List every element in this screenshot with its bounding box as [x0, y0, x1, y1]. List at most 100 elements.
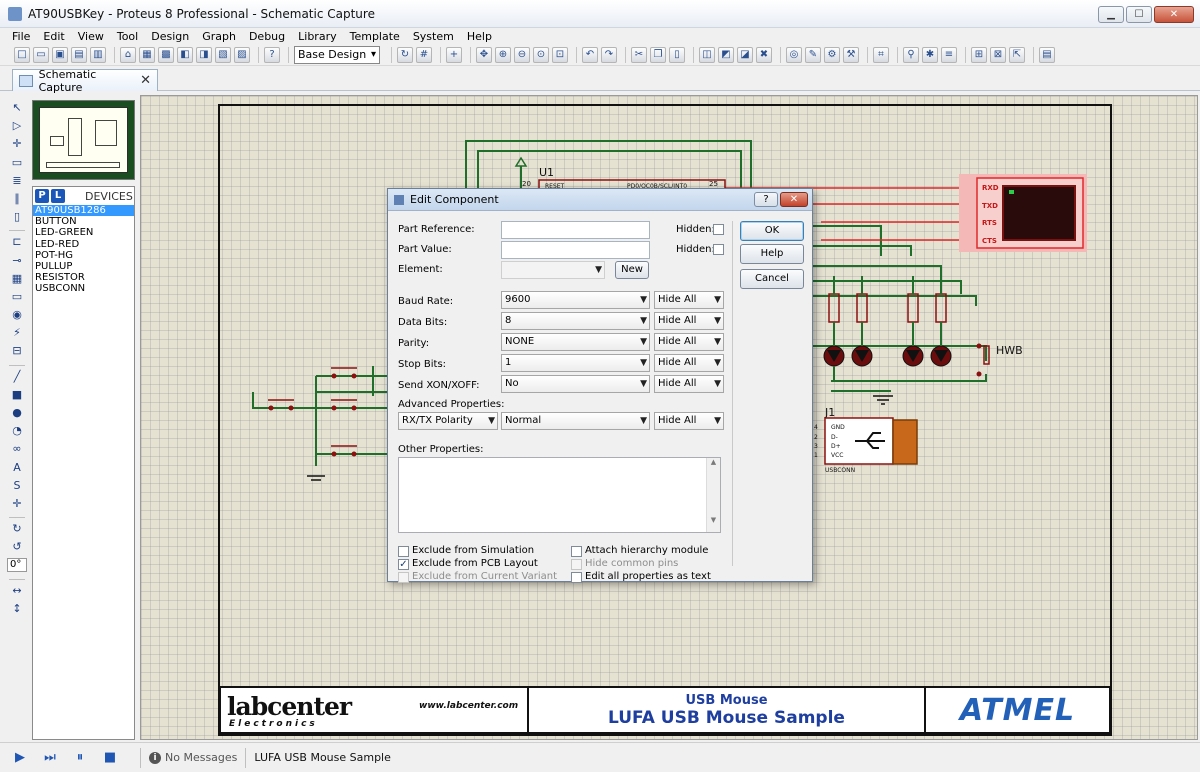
marker-icon[interactable]: ✛ [12, 496, 22, 510]
line-icon[interactable]: ╱ [13, 369, 21, 383]
grid-icon[interactable]: # [416, 46, 432, 63]
help-button[interactable]: Help [740, 244, 804, 264]
dialog-close-button[interactable]: ✕ [780, 192, 808, 207]
step-icon[interactable]: ⏭ [44, 749, 56, 765]
circle-icon[interactable]: ● [12, 406, 22, 419]
box-icon[interactable]: ■ [11, 387, 23, 401]
copy-icon[interactable]: ❐ [650, 46, 666, 63]
messages-status[interactable]: No Messages [165, 751, 238, 764]
junction-dot-icon[interactable]: ✛ [12, 137, 22, 151]
block-rotate-icon[interactable]: ◪ [737, 46, 753, 63]
overview-window[interactable] [32, 100, 135, 180]
block-delete-icon[interactable]: ✖ [756, 46, 772, 63]
device-pins-icon[interactable]: ⊸ [12, 253, 22, 267]
zoom-out-icon[interactable]: ⊖ [514, 46, 530, 63]
generator-icon[interactable]: ◉ [12, 308, 22, 322]
menu-design[interactable]: Design [151, 29, 190, 43]
redo-icon[interactable]: ↷ [601, 46, 617, 63]
graph-icon[interactable]: ▦ [11, 271, 23, 285]
decompose-icon[interactable]: ⚒ [843, 46, 859, 63]
baud-rate-select[interactable]: 9600▼ [501, 291, 650, 309]
import-icon[interactable]: ▤ [71, 46, 87, 63]
close-tab-icon[interactable]: ✕ [140, 73, 151, 88]
help-icon[interactable]: ? [264, 46, 280, 63]
undo-icon[interactable]: ↶ [582, 46, 598, 63]
menu-template[interactable]: Template [349, 29, 400, 43]
schematic-icon[interactable]: ▦ [139, 46, 155, 63]
cancel-button[interactable]: Cancel [740, 269, 804, 289]
new-element-button[interactable]: New [615, 261, 649, 279]
gerber-icon[interactable]: ◧ [177, 46, 193, 63]
virtual-instruments-icon[interactable]: ⊟ [12, 344, 22, 358]
device-item[interactable]: BUTTON [35, 216, 77, 228]
netlist-icon[interactable]: ≡ [941, 46, 957, 63]
pcb-icon[interactable]: ▩ [158, 46, 174, 63]
exit-to-parent-icon[interactable]: ⇱ [1009, 46, 1025, 63]
exclude-pcb-checkbox[interactable]: ✓ [398, 559, 409, 570]
data-bits-select[interactable]: 8▼ [501, 312, 650, 330]
pan-icon[interactable]: ✥ [476, 46, 492, 63]
device-item[interactable]: PULLUP [35, 260, 73, 272]
3d-view-icon[interactable]: ◨ [196, 46, 212, 63]
textarea-scrollbar[interactable]: ▲▼ [706, 458, 720, 532]
menu-tool[interactable]: Tool [116, 29, 139, 43]
zoom-area-icon[interactable]: ⊡ [552, 46, 568, 63]
menu-library[interactable]: Library [298, 29, 337, 43]
stop-bits-select[interactable]: 1▼ [501, 354, 650, 372]
block-copy-icon[interactable]: ◫ [699, 46, 715, 63]
tab-schematic-capture[interactable]: Schematic Capture ✕ [12, 68, 158, 94]
device-item[interactable]: POT-HG [35, 249, 73, 261]
voltage-probe-icon[interactable]: ⚡ [13, 326, 21, 340]
package-tool-icon[interactable]: ⚙ [824, 46, 840, 63]
bom-icon[interactable]: ▧ [215, 46, 231, 63]
minimize-button[interactable]: ▁ [1098, 6, 1124, 23]
design-variant-select[interactable]: Base Design [294, 45, 380, 64]
path-icon[interactable]: ∞ [12, 442, 22, 456]
make-device-icon[interactable]: ✎ [805, 46, 821, 63]
symbol-icon[interactable]: S [13, 478, 21, 492]
cut-icon[interactable]: ✂ [631, 46, 647, 63]
menu-file[interactable]: File [12, 29, 31, 43]
save-icon[interactable]: ▣ [52, 46, 68, 63]
part-value-hidden-checkbox[interactable] [713, 244, 724, 255]
device-item[interactable]: AT90USB1286 [33, 205, 134, 217]
menu-view[interactable]: View [77, 29, 104, 43]
parity-visibility-select[interactable]: Hide All▼ [654, 333, 724, 351]
export-icon[interactable]: ▥ [90, 46, 106, 63]
menu-help[interactable]: Help [466, 29, 492, 43]
xon-xoff-select[interactable]: No▼ [501, 375, 650, 393]
wire-autorouter-icon[interactable]: ⌗ [873, 46, 889, 63]
open-folder-icon[interactable]: ▭ [33, 46, 49, 63]
pick-devices-button[interactable]: P [35, 189, 49, 203]
ok-button[interactable]: OK [740, 221, 804, 241]
zoom-in-icon[interactable]: ⊕ [495, 46, 511, 63]
pick-device-icon[interactable]: ◎ [786, 46, 802, 63]
attach-hierarchy-checkbox[interactable] [571, 546, 582, 557]
mirror-horizontal-icon[interactable]: ↔ [12, 583, 22, 597]
refresh-icon[interactable]: ↻ [397, 46, 413, 63]
dialog-help-button[interactable]: ? [754, 192, 778, 207]
maximize-button[interactable]: ☐ [1126, 6, 1152, 23]
zoom-all-icon[interactable]: ⊙ [533, 46, 549, 63]
part-value-input[interactable] [501, 241, 650, 259]
menu-debug[interactable]: Debug [248, 29, 286, 43]
stop-icon[interactable]: ■ [103, 749, 117, 765]
exclude-simulation-checkbox[interactable] [398, 546, 409, 557]
data-bits-visibility-select[interactable]: Hide All▼ [654, 312, 724, 330]
source-code-icon[interactable]: ▨ [234, 46, 250, 63]
device-item[interactable]: LED-RED [35, 238, 80, 250]
menu-edit[interactable]: Edit [43, 29, 65, 43]
menu-system[interactable]: System [412, 29, 454, 43]
origin-icon[interactable]: + [446, 46, 462, 63]
library-manager-button[interactable]: L [51, 189, 65, 203]
design-explorer-icon[interactable]: ▤ [1039, 46, 1055, 63]
property-tool-icon[interactable]: ✱ [922, 46, 938, 63]
menu-graph[interactable]: Graph [202, 29, 236, 43]
part-reference-input[interactable] [501, 221, 650, 239]
component-mode-icon[interactable]: ▷ [12, 119, 22, 133]
device-item[interactable]: USBCONN [35, 283, 86, 295]
text-icon[interactable]: A [13, 460, 21, 474]
arc-icon[interactable]: ◔ [12, 424, 22, 438]
baud-rate-visibility-select[interactable]: Hide All▼ [654, 291, 724, 309]
other-properties-textarea[interactable]: ▲▼ [398, 457, 721, 533]
